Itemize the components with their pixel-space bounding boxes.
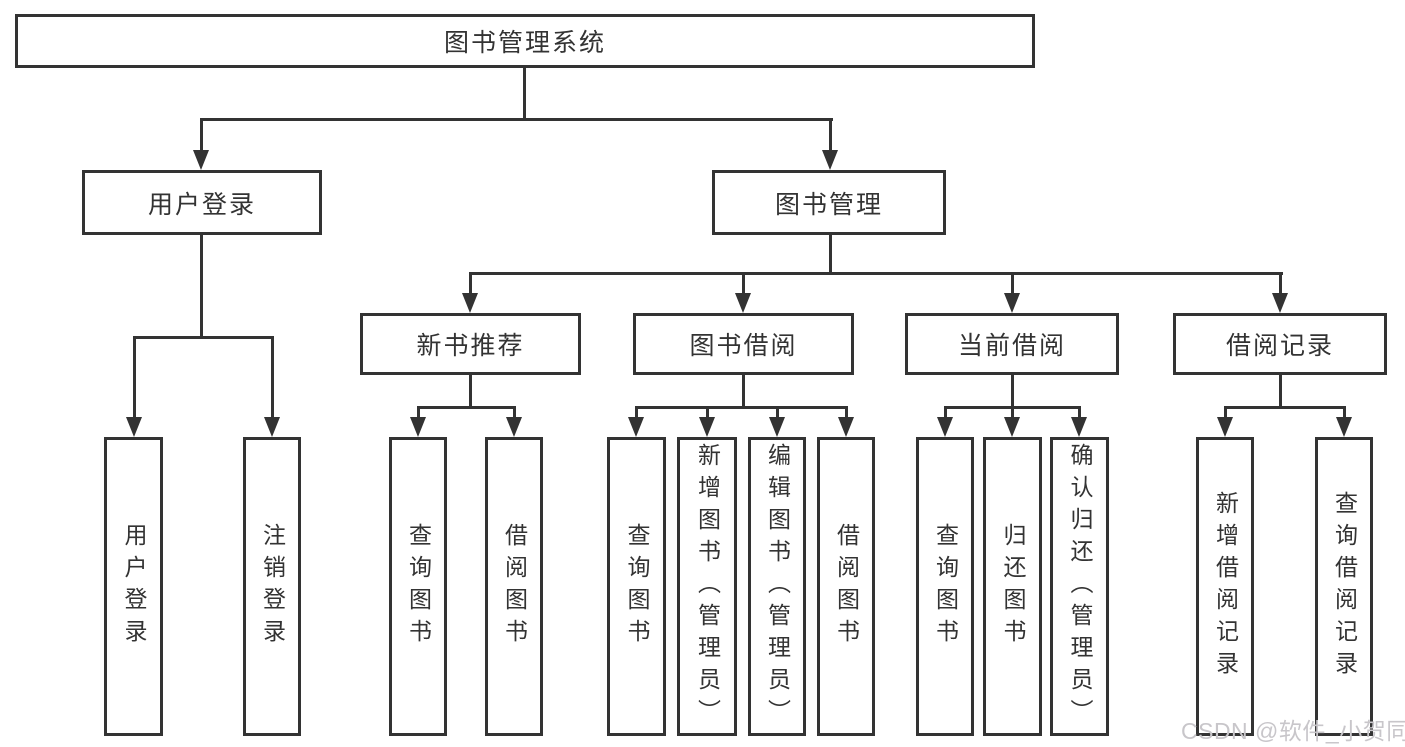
arrow-down-icon <box>1071 417 1087 437</box>
connector-line <box>1224 406 1227 421</box>
connector-line <box>1224 406 1346 409</box>
connector-line <box>1279 375 1282 406</box>
connector-line <box>469 272 472 297</box>
leaf-ns-query-books-label: 查询图书 <box>405 522 432 651</box>
node-user-login-label: 用户登录 <box>147 190 256 219</box>
arrow-down-icon <box>1272 293 1288 313</box>
arrow-down-icon <box>506 417 522 437</box>
connector-line <box>706 406 709 421</box>
node-book-management: 图书管理 <box>712 170 946 235</box>
connector-line <box>1011 272 1014 297</box>
leaf-bb-borrow-books: 借阅图书 <box>817 437 875 736</box>
connector-line <box>635 406 847 409</box>
node-current-borrowing-label: 当前借阅 <box>957 332 1066 360</box>
node-borrow-records-label: 借阅记录 <box>1225 332 1334 360</box>
leaf-br-query-record: 查询借阅记录 <box>1315 437 1373 736</box>
leaf-logout-label: 注销登录 <box>259 522 286 651</box>
arrow-down-icon <box>838 417 854 437</box>
connector-line <box>1279 272 1282 297</box>
arrow-down-icon <box>822 150 838 170</box>
node-new-book-recommend-label: 新书推荐 <box>416 332 525 360</box>
node-book-borrowing-label: 图书借阅 <box>689 332 798 360</box>
leaf-bb-edit-books-admin: 编辑图书（管理员） <box>748 437 806 736</box>
connector-line <box>845 406 848 421</box>
arrow-down-icon <box>264 417 280 437</box>
arrow-down-icon <box>462 293 478 313</box>
leaf-br-add-record: 新增借阅记录 <box>1196 437 1254 736</box>
connector-line <box>1078 406 1081 421</box>
connector-line <box>1011 406 1014 421</box>
leaf-ns-borrow-books: 借阅图书 <box>485 437 543 736</box>
connector-line <box>271 336 274 421</box>
connector-line <box>200 235 203 336</box>
node-book-borrowing: 图书借阅 <box>633 313 854 375</box>
csdn-watermark: CSDN @软件_小贺同学 <box>1181 718 1405 744</box>
connector-line <box>776 406 779 421</box>
leaf-cb-confirm-return-admin: 确认归还（管理员） <box>1050 437 1109 736</box>
leaf-logout: 注销登录 <box>243 437 301 736</box>
leaf-bb-add-books-admin-label: 新增图书（管理员） <box>694 442 721 731</box>
leaf-cb-query-books: 查询图书 <box>916 437 974 736</box>
leaf-ns-borrow-books-label: 借阅图书 <box>501 522 528 651</box>
arrow-down-icon <box>735 293 751 313</box>
connector-line <box>417 406 516 409</box>
node-book-management-label: 图书管理 <box>774 190 883 219</box>
node-user-login: 用户登录 <box>82 170 322 235</box>
connector-line <box>200 118 833 121</box>
connector-line <box>944 406 947 421</box>
connector-line <box>133 336 274 339</box>
leaf-cb-return-books: 归还图书 <box>983 437 1042 736</box>
arrow-down-icon <box>1217 417 1233 437</box>
leaf-cb-return-books-label: 归还图书 <box>1000 522 1026 651</box>
node-library-system: 图书管理系统 <box>15 14 1035 68</box>
leaf-bb-edit-books-admin-label: 编辑图书（管理员） <box>764 442 791 731</box>
arrow-down-icon <box>193 150 209 170</box>
arrow-down-icon <box>1004 293 1020 313</box>
connector-line <box>200 118 203 154</box>
connector-line <box>742 272 745 297</box>
leaf-bb-query-books: 查询图书 <box>607 437 666 736</box>
arrow-down-icon <box>1004 417 1020 437</box>
arrow-down-icon <box>1336 417 1352 437</box>
node-current-borrowing: 当前借阅 <box>905 313 1119 375</box>
leaf-user-login: 用户登录 <box>104 437 163 736</box>
connector-line <box>469 375 472 406</box>
connector-line <box>742 375 745 406</box>
arrow-down-icon <box>628 417 644 437</box>
connector-line <box>829 118 832 154</box>
node-borrow-records: 借阅记录 <box>1173 313 1387 375</box>
connector-line <box>635 406 638 421</box>
connector-line <box>513 406 516 421</box>
leaf-ns-query-books: 查询图书 <box>389 437 447 736</box>
leaf-bb-query-books-label: 查询图书 <box>624 522 650 651</box>
arrow-down-icon <box>937 417 953 437</box>
leaf-bb-borrow-books-label: 借阅图书 <box>833 522 860 651</box>
leaf-bb-add-books-admin: 新增图书（管理员） <box>677 437 737 736</box>
connector-line <box>523 68 526 118</box>
node-library-system-label: 图书管理系统 <box>443 29 606 57</box>
leaf-user-login-label: 用户登录 <box>121 522 147 651</box>
connector-line <box>417 406 420 421</box>
arrow-down-icon <box>769 417 785 437</box>
leaf-br-query-record-label: 查询借阅记录 <box>1331 490 1358 683</box>
arrow-down-icon <box>410 417 426 437</box>
connector-line <box>1011 375 1014 406</box>
connector-line <box>829 235 832 272</box>
leaf-cb-query-books-label: 查询图书 <box>932 522 959 651</box>
connector-line <box>133 336 136 421</box>
connector-line <box>1343 406 1346 421</box>
connector-line <box>469 272 1283 275</box>
leaf-br-add-record-label: 新增借阅记录 <box>1212 490 1239 683</box>
arrow-down-icon <box>126 417 142 437</box>
node-new-book-recommend: 新书推荐 <box>360 313 581 375</box>
arrow-down-icon <box>699 417 715 437</box>
leaf-cb-confirm-return-admin-label: 确认归还（管理员） <box>1067 442 1093 731</box>
